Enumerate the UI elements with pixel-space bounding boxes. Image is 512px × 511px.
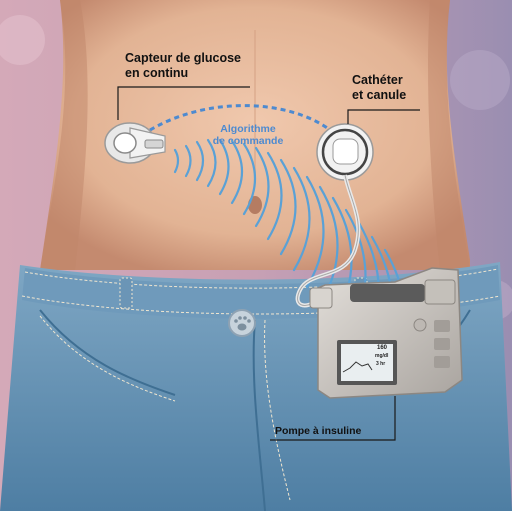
insulin-pump	[310, 268, 462, 398]
label-catheter: Cathéter et canule	[352, 73, 406, 103]
belt-loop	[120, 278, 132, 308]
navel	[248, 196, 262, 214]
label-glucose-sensor: Capteur de glucose en continu	[125, 51, 241, 81]
pump-button	[434, 320, 450, 332]
pump-button	[434, 338, 450, 350]
pump-cartridge	[350, 284, 425, 302]
label-glucose-sensor-line2: en continu	[125, 66, 241, 81]
label-algorithm-line2: de commande	[203, 135, 293, 147]
label-algorithm-line1: Algorithme	[203, 123, 293, 135]
pump-button	[434, 356, 450, 368]
catheter-site	[317, 124, 373, 180]
pump-screen-time: 3 hr	[376, 361, 385, 368]
pump-screen-value: 160	[377, 345, 387, 352]
label-algorithm: Algorithme de commande	[203, 123, 293, 147]
pump-connector	[310, 288, 332, 308]
label-catheter-line1: Cathéter	[352, 73, 406, 88]
bokeh-spot	[450, 50, 510, 110]
label-insulin-pump: Pompe à insuline	[275, 425, 361, 437]
jeans-button	[229, 310, 255, 336]
label-glucose-sensor-line1: Capteur de glucose	[125, 51, 241, 66]
label-catheter-line2: et canule	[352, 88, 406, 103]
pump-screen-unit: mg/dl	[375, 353, 388, 360]
pump-button	[414, 319, 426, 331]
